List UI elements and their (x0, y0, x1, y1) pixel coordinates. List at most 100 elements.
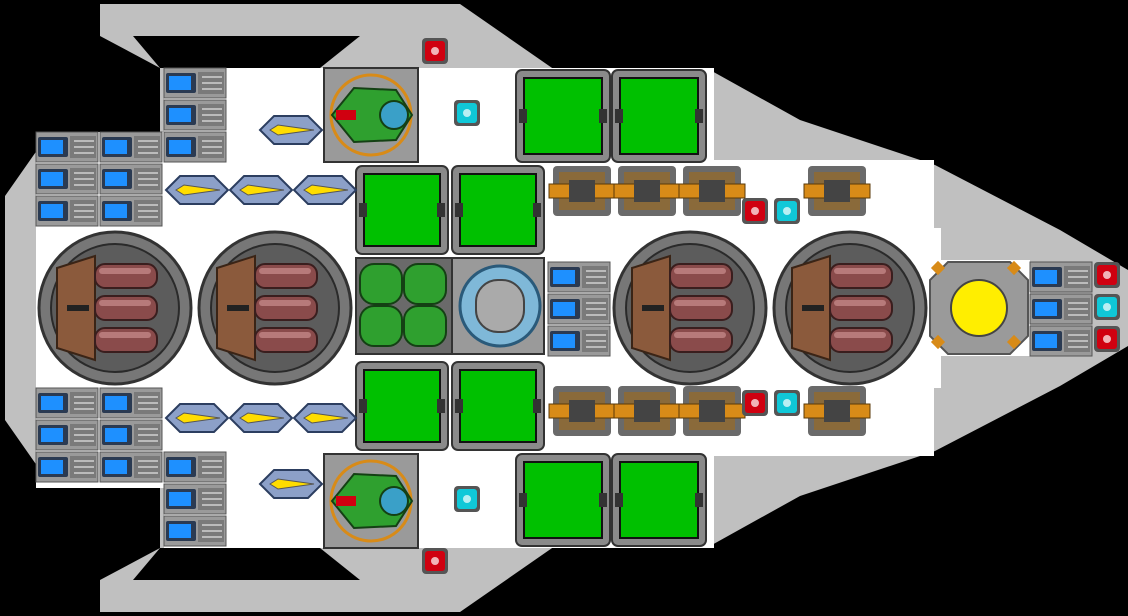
coupler-hub (824, 180, 850, 202)
engine-light (553, 302, 575, 316)
green-room[interactable] (611, 69, 707, 163)
red-node[interactable] (1094, 326, 1120, 352)
engine-module (1029, 325, 1093, 357)
weapon-mount[interactable] (323, 67, 419, 163)
green-room[interactable] (355, 165, 449, 255)
node-light (431, 557, 439, 565)
room-door (599, 493, 607, 507)
room-door (437, 203, 445, 217)
node-light (463, 495, 471, 503)
cyan-node[interactable] (1094, 294, 1120, 320)
coupler-hub (634, 400, 660, 422)
coupler-hub (569, 180, 595, 202)
green-room[interactable] (515, 453, 611, 547)
red-node[interactable] (742, 198, 768, 224)
green-room[interactable] (355, 361, 449, 451)
room-door (359, 203, 367, 217)
cylinder (669, 327, 733, 353)
engine-module (35, 451, 99, 483)
cyan-node[interactable] (774, 390, 800, 416)
node-light (1103, 271, 1111, 279)
room-door (455, 203, 463, 217)
cyan-node[interactable] (774, 198, 800, 224)
yellow-blade (228, 403, 294, 433)
cylinder (829, 263, 893, 289)
red-node[interactable] (1094, 262, 1120, 288)
dome-core (475, 279, 525, 333)
cylinder (254, 295, 318, 321)
cyan-node[interactable] (454, 486, 480, 512)
coupler-hub (634, 180, 660, 202)
cylinder-shine (834, 268, 886, 274)
plate-slot (642, 305, 664, 311)
blade-core (303, 412, 349, 424)
engine-module (163, 99, 227, 131)
turbine-room (37, 230, 193, 386)
engine-module (547, 293, 611, 325)
weapon-mount[interactable] (323, 453, 419, 549)
room-door (533, 203, 541, 217)
red-node[interactable] (422, 38, 448, 64)
coupler-hub (699, 180, 725, 202)
green-canister (403, 305, 447, 347)
green-room[interactable] (515, 69, 611, 163)
room-door (437, 399, 445, 413)
engine-light (105, 396, 127, 410)
engine-module (35, 419, 99, 451)
cylinder-shine (674, 300, 726, 306)
orange-coupler (678, 386, 746, 436)
weapon-lens (379, 486, 409, 516)
engine-light (1035, 302, 1057, 316)
blade-core (239, 412, 285, 424)
room-door (615, 493, 623, 507)
cylinder-shine (99, 268, 151, 274)
coupler-hub (824, 400, 850, 422)
engine-light (553, 334, 575, 348)
hull-gap-bottom (133, 548, 360, 580)
engine-module (99, 195, 163, 227)
orange-coupler (613, 166, 681, 216)
orange-coupler (548, 166, 616, 216)
room-door (455, 399, 463, 413)
node-light (463, 109, 471, 117)
cylinder-shine (674, 332, 726, 338)
node-light (1103, 335, 1111, 343)
green-room[interactable] (611, 453, 707, 547)
engine-module (35, 195, 99, 227)
engine-module (35, 131, 99, 163)
coupler-hub (569, 400, 595, 422)
reactor-core (950, 279, 1008, 337)
room-floor (363, 369, 441, 443)
cylinder-shine (834, 332, 886, 338)
engine-light (553, 270, 575, 284)
plate-slot (67, 305, 89, 311)
cylinder-shine (99, 332, 151, 338)
yellow-blade (228, 175, 294, 205)
hull-gap-top (133, 36, 360, 68)
room-door (519, 109, 527, 123)
plate-slot (802, 305, 824, 311)
node-light (783, 399, 791, 407)
room-floor (619, 461, 699, 539)
green-room[interactable] (451, 165, 545, 255)
room-door (519, 493, 527, 507)
cylinder-shine (259, 300, 311, 306)
green-canister (359, 305, 403, 347)
red-node[interactable] (422, 548, 448, 574)
green-room[interactable] (451, 361, 545, 451)
engine-light (105, 204, 127, 218)
red-node[interactable] (742, 390, 768, 416)
engine-light (105, 140, 127, 154)
engine-module (99, 131, 163, 163)
weapon-lens (379, 100, 409, 130)
room-door (695, 493, 703, 507)
green-canister (359, 263, 403, 305)
room-door (533, 399, 541, 413)
reactor[interactable] (929, 260, 1029, 355)
cyan-node[interactable] (454, 100, 480, 126)
weapon-tip (336, 496, 356, 506)
yellow-blade (258, 469, 324, 499)
cylinder-shine (259, 332, 311, 338)
cylinder (94, 263, 158, 289)
cylinder (94, 295, 158, 321)
